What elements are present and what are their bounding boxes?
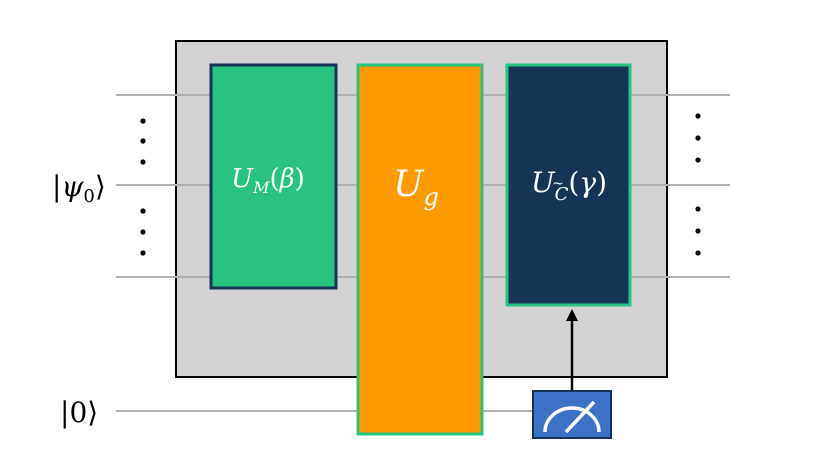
input-state-psi0-label: |ψ0⟩ xyxy=(52,170,106,207)
gate-uc-label: UC(γ) xyxy=(531,166,607,205)
vertical-ellipsis-icon xyxy=(695,113,701,256)
gate-um-label: UM(β) xyxy=(231,164,305,197)
input-state-zero-label: |0⟩ xyxy=(60,396,98,429)
gate-uc-box xyxy=(505,63,632,307)
gate-uc-tilde: ~ xyxy=(552,176,564,192)
gate-ug-label: Ug xyxy=(393,164,439,211)
gate-um-box xyxy=(209,63,338,290)
vertical-ellipsis-icon xyxy=(140,118,146,256)
classical-control-arrow xyxy=(566,309,578,392)
gate-ug-box xyxy=(356,63,484,436)
measurement-meter-icon xyxy=(532,390,612,439)
